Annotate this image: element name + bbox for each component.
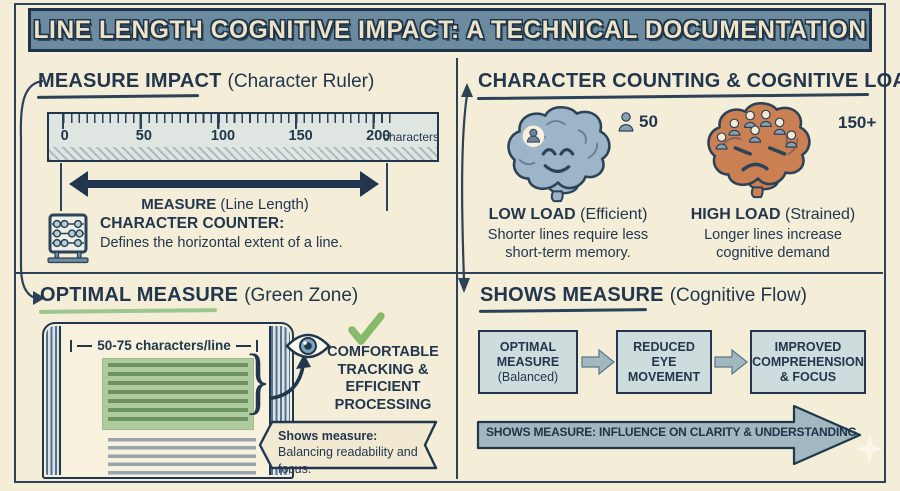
checkmark-icon — [348, 312, 385, 345]
left-section-connector-arrow — [19, 79, 45, 305]
measure-impact-heading: MEASURE IMPACT (Character Ruler) — [38, 70, 374, 93]
ruler-zero-mark — [60, 163, 62, 211]
cognitive-flow-underline — [478, 308, 648, 313]
callout-ribbon — [258, 420, 438, 470]
measure-arrow-label-note: (Line Length) — [220, 196, 309, 213]
book-illustration: 50-75 characters/line — [42, 322, 294, 479]
low-load-desc: Shorter lines require less short-term me… — [487, 227, 649, 262]
strained-brain-icon — [707, 101, 811, 199]
ruler-max-mark — [386, 163, 388, 211]
measure-impact-title: MEASURE IMPACT — [38, 70, 222, 92]
green-zone-text-block — [102, 358, 254, 430]
cognitive-load-title: CHARACTER COUNTING & COGNITIVE LOAD — [478, 70, 900, 92]
gray-text-block — [108, 438, 256, 478]
flow-step-3-title: IMPROVED COMPREHENSION & FOCUS — [752, 339, 864, 384]
high-load-note: (Strained) — [784, 206, 856, 223]
flow-banner-text: SHOWS MEASURE: INFLUENCE ON CLARITY & UN… — [486, 425, 857, 439]
low-load-note: (Efficient) — [580, 206, 648, 223]
flow-step-1-note: (Balanced) — [497, 369, 559, 384]
low-load-block: LOW LOAD (Efficient) Shorter lines requi… — [472, 206, 664, 262]
optimal-measure-title: OPTIMAL MEASURE — [40, 284, 239, 306]
line-range-label: 50-75 characters/line — [70, 338, 258, 353]
line-range-text: 50-75 characters/line — [97, 338, 231, 353]
benefit-text: COMFORTABLE TRACKING & EFFICIENT PROCESS… — [327, 344, 439, 414]
callout-text: Shows measure: Balancing readability and… — [278, 428, 426, 477]
header-banner: LINE LENGTH COGNITIVE IMPACT: A TECHNICA… — [28, 8, 872, 52]
cognitive-flow-subtitle: (Cognitive Flow) — [669, 285, 807, 306]
optimal-measure-heading: OPTIMAL MEASURE (Green Zone) — [40, 284, 358, 307]
ruler-tick-label: 100 — [210, 128, 236, 144]
flow-arrow-2 — [714, 348, 748, 376]
low-count-value: 50 — [639, 112, 658, 131]
ruler-tick-label: 0 — [60, 128, 69, 144]
flow-step-1-title: OPTIMAL MEASURE — [496, 339, 560, 369]
callout-rest: Balancing readability and focus. — [278, 445, 418, 476]
cognitive-flow-heading: SHOWS MEASURE (Cognitive Flow) — [480, 284, 807, 307]
ruler-tick-label: 150 — [288, 128, 313, 144]
high-count-value: 150+ — [838, 113, 877, 132]
ruler-major-ticks — [62, 114, 394, 129]
flow-arrow-1 — [581, 348, 615, 376]
ruler-tick-label: 200 — [366, 128, 391, 144]
flow-step-1: OPTIMAL MEASURE (Balanced) — [478, 330, 578, 394]
measure-arrow-label: MEASURE (Line Length) — [95, 196, 355, 213]
low-count-badge: 50 — [618, 112, 658, 132]
crowd-person-icons — [715, 109, 798, 150]
flow-step-3: IMPROVED COMPREHENSION & FOCUS — [750, 330, 866, 394]
ruler-unit-label: characters — [383, 130, 440, 144]
measure-arrow-label-bold: MEASURE — [141, 196, 217, 213]
character-counter-block: CHARACTER COUNTER: Defines the horizonta… — [100, 215, 420, 251]
ruler-tick-label: 50 — [135, 128, 152, 144]
cognitive-load-heading: CHARACTER COUNTING & COGNITIVE LOAD — [478, 70, 900, 93]
character-counter-title: CHARACTER COUNTER: — [100, 215, 285, 232]
character-counter-desc: Defines the horizontal extent of a line. — [100, 235, 343, 251]
optimal-measure-subtitle: (Green Zone) — [244, 285, 359, 306]
ruler-hatch-band — [49, 147, 437, 160]
vertical-divider — [456, 58, 458, 479]
eye-icon — [285, 333, 331, 359]
measure-double-arrow — [69, 171, 379, 197]
optimal-measure-underline — [38, 308, 218, 314]
right-section-connector-arrow — [458, 83, 473, 293]
abacus-icon — [47, 213, 89, 264]
curved-arrow-icon — [270, 354, 311, 400]
flow-step-2-title: REDUCED EYE MOVEMENT — [627, 339, 701, 384]
page-title: LINE LENGTH COGNITIVE IMPACT: A TECHNICA… — [33, 15, 867, 44]
person-icon — [618, 112, 634, 132]
flow-step-2: REDUCED EYE MOVEMENT — [616, 330, 712, 394]
happy-brain-icon — [507, 105, 611, 203]
book-spine-left — [46, 326, 61, 475]
measure-impact-subtitle: (Character Ruler) — [227, 71, 375, 92]
cognitive-flow-title: SHOWS MEASURE — [480, 284, 664, 306]
low-load-label: LOW LOAD — [488, 206, 576, 223]
high-load-block: HIGH LOAD (Strained) Longer lines increa… — [680, 206, 866, 262]
flow-banner-arrow — [476, 404, 862, 466]
measure-impact-underline — [36, 94, 200, 99]
callout-lead: Shows measure: — [278, 429, 378, 443]
high-load-label: HIGH LOAD — [690, 206, 781, 223]
high-load-desc: Longer lines increase cognitive demand — [704, 227, 842, 262]
horizontal-divider — [15, 272, 883, 274]
